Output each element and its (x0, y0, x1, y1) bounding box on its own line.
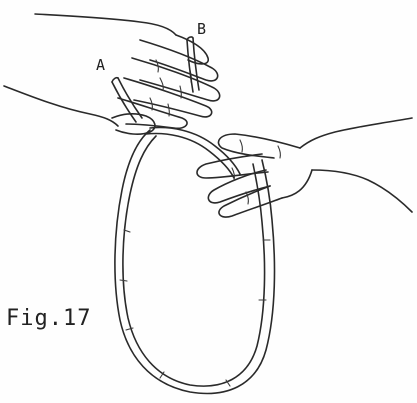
left-hand-drawing (4, 14, 220, 134)
rope-loop-drawing (115, 130, 275, 393)
rope-end-a-label: A (96, 58, 105, 73)
rope-end-b-label: B (197, 22, 206, 37)
figure-caption: Fig.17 (6, 308, 91, 330)
right-hand-drawing (197, 118, 412, 217)
